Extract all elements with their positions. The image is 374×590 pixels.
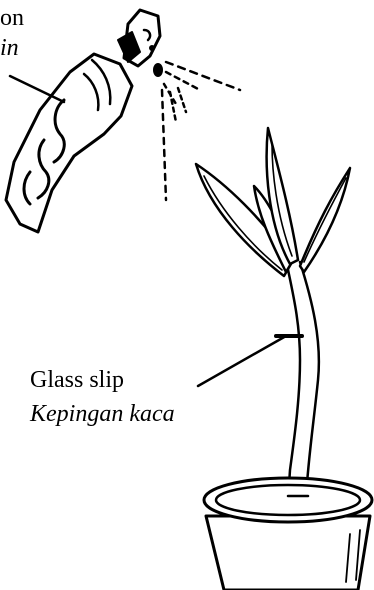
glass-slip-leader bbox=[198, 336, 286, 386]
flower-pot bbox=[204, 478, 372, 590]
spray-label-malay: in bbox=[0, 34, 19, 62]
plant bbox=[196, 128, 350, 500]
spray-can bbox=[6, 10, 163, 232]
spray-label-english: on bbox=[0, 4, 24, 32]
glass-slip-label-english: Glass slip bbox=[30, 366, 124, 394]
glass-slip-label-malay: Kepingan kaca bbox=[30, 400, 175, 428]
